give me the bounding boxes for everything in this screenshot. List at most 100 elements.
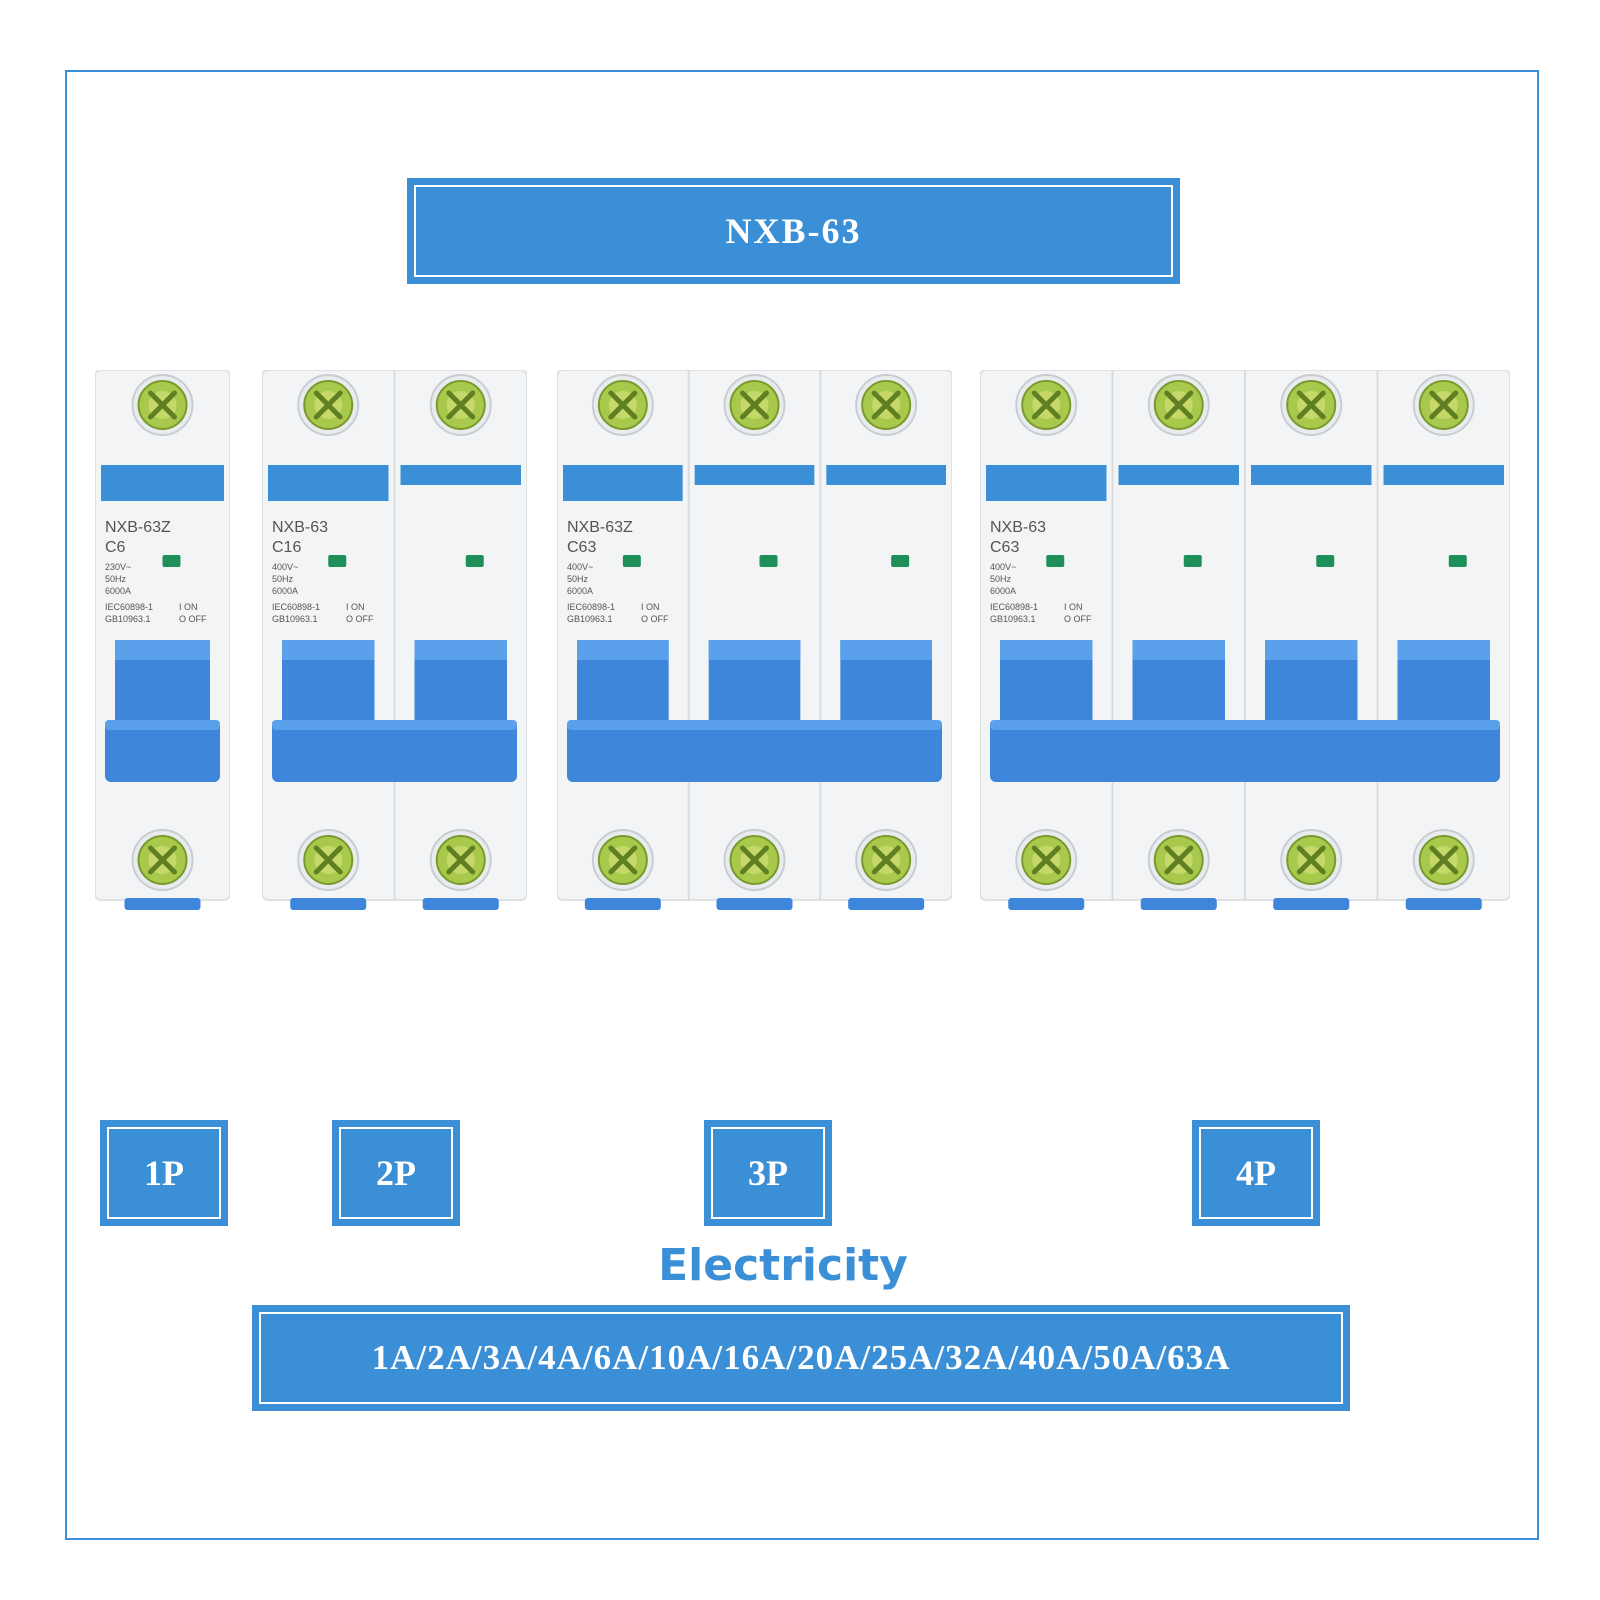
handle-tie-bar — [105, 720, 220, 782]
terminal-screw-icon — [1147, 374, 1210, 436]
voltage-text: 400V~ — [272, 562, 298, 572]
handle-tie-bar — [272, 720, 517, 782]
label-strip — [563, 465, 683, 501]
pole-label: 1P — [107, 1127, 221, 1219]
voltage-text: 230V~ — [105, 562, 131, 572]
breaker-illustration: NXB-63C16400V~50Hz6000AIEC60898-1GB10963… — [262, 370, 527, 910]
terminal-screw-icon — [297, 374, 360, 436]
page-frame — [65, 70, 1539, 1540]
terminal-screw-icon — [855, 374, 918, 436]
status-indicator — [891, 555, 910, 567]
din-clip — [422, 898, 499, 910]
frequency-text: 50Hz — [272, 574, 294, 584]
standard-text: IEC60898-1 — [272, 602, 320, 612]
tie-bar-highlight — [990, 720, 1500, 730]
handle-highlight — [115, 640, 210, 660]
voltage-text: 400V~ — [567, 562, 593, 572]
off-text: O OFF — [346, 614, 374, 624]
handle-highlight — [708, 640, 801, 660]
label-strip — [268, 465, 389, 501]
pole-label: 2P — [339, 1127, 453, 1219]
current-ratings: 1A/2A/3A/4A/6A/10A/16A/20A/25A/32A/40A/5… — [259, 1312, 1343, 1404]
handle-highlight — [1000, 640, 1093, 660]
capacity-text: 6000A — [105, 586, 131, 596]
terminal-screw-icon — [1412, 829, 1475, 891]
off-text: O OFF — [179, 614, 207, 624]
product-title: NXB-63 — [414, 185, 1173, 277]
din-clip — [1008, 898, 1085, 910]
standard-text: GB10963.1 — [990, 614, 1036, 624]
capacity-text: 6000A — [990, 586, 1016, 596]
label-strip — [1383, 465, 1504, 485]
status-indicator — [1046, 555, 1065, 567]
terminal-screw-icon — [1015, 829, 1078, 891]
pole-tag-3p: 3P — [704, 1120, 832, 1226]
on-text: I ON — [179, 602, 198, 612]
din-clip — [584, 898, 661, 910]
terminal-screw-icon — [297, 829, 360, 891]
tie-bar-highlight — [105, 720, 220, 730]
rating-text: C63 — [990, 539, 1019, 556]
standard-text: GB10963.1 — [272, 614, 318, 624]
handle-highlight — [282, 640, 375, 660]
status-indicator — [622, 555, 641, 567]
status-indicator — [1183, 555, 1202, 567]
terminal-screw-icon — [131, 829, 194, 891]
voltage-text: 400V~ — [990, 562, 1016, 572]
din-clip — [848, 898, 925, 910]
label-strip — [826, 465, 946, 485]
terminal-screw-icon — [591, 829, 654, 891]
din-clip — [1405, 898, 1482, 910]
breaker-illustration: NXB-63ZC6230V~50Hz6000AIEC60898-1GB10963… — [95, 370, 230, 910]
terminal-screw-icon — [1280, 374, 1343, 436]
breaker-body — [95, 370, 230, 901]
capacity-text: 6000A — [272, 586, 298, 596]
electricity-heading: Electricity — [658, 1240, 908, 1291]
frequency-text: 50Hz — [990, 574, 1012, 584]
frequency-text: 50Hz — [567, 574, 589, 584]
din-clip — [1140, 898, 1217, 910]
terminal-screw-icon — [429, 374, 492, 436]
handle-tie-bar — [990, 720, 1500, 782]
on-text: I ON — [346, 602, 365, 612]
rating-text: C63 — [567, 539, 596, 556]
label-strip — [101, 465, 224, 501]
terminal-screw-icon — [1280, 829, 1343, 891]
label-strip — [694, 465, 815, 485]
terminal-screw-icon — [429, 829, 492, 891]
status-indicator — [1316, 555, 1335, 567]
status-indicator — [465, 555, 484, 567]
terminal-screw-icon — [1015, 374, 1078, 436]
handle-highlight — [840, 640, 932, 660]
handle-highlight — [1397, 640, 1490, 660]
label-strip — [400, 465, 521, 485]
pole-label: 4P — [1199, 1127, 1313, 1219]
terminal-screw-icon — [1147, 829, 1210, 891]
standard-text: IEC60898-1 — [105, 602, 153, 612]
model-text: NXB-63Z — [567, 519, 633, 536]
terminal-screw-icon — [723, 374, 786, 436]
breaker-illustration: NXB-63Z C63 400V~ 50Hz 6000A IEC60898-1GB1096… — [557, 370, 952, 910]
label-strip — [1118, 465, 1239, 485]
model-text: NXB-63 — [990, 519, 1046, 536]
frequency-text: 50Hz — [105, 574, 127, 584]
din-clip — [290, 898, 367, 910]
off-text: O OFF — [641, 614, 669, 624]
standard-text: IEC60898-1 — [567, 602, 615, 612]
din-clip — [124, 898, 201, 910]
tie-bar-highlight — [272, 720, 517, 730]
standard-text: IEC60898-1 — [990, 602, 1038, 612]
standard-text: GB10963.1 — [105, 614, 151, 624]
pole-tag-1p: 1P — [100, 1120, 228, 1226]
handle-tie-bar — [567, 720, 942, 782]
capacity-text: 6000A — [567, 586, 593, 596]
on-text: I ON — [641, 602, 660, 612]
terminal-screw-icon — [1412, 374, 1475, 436]
standard-text: GB10963.1 — [567, 614, 613, 624]
handle-highlight — [1132, 640, 1225, 660]
status-indicator — [162, 555, 181, 567]
